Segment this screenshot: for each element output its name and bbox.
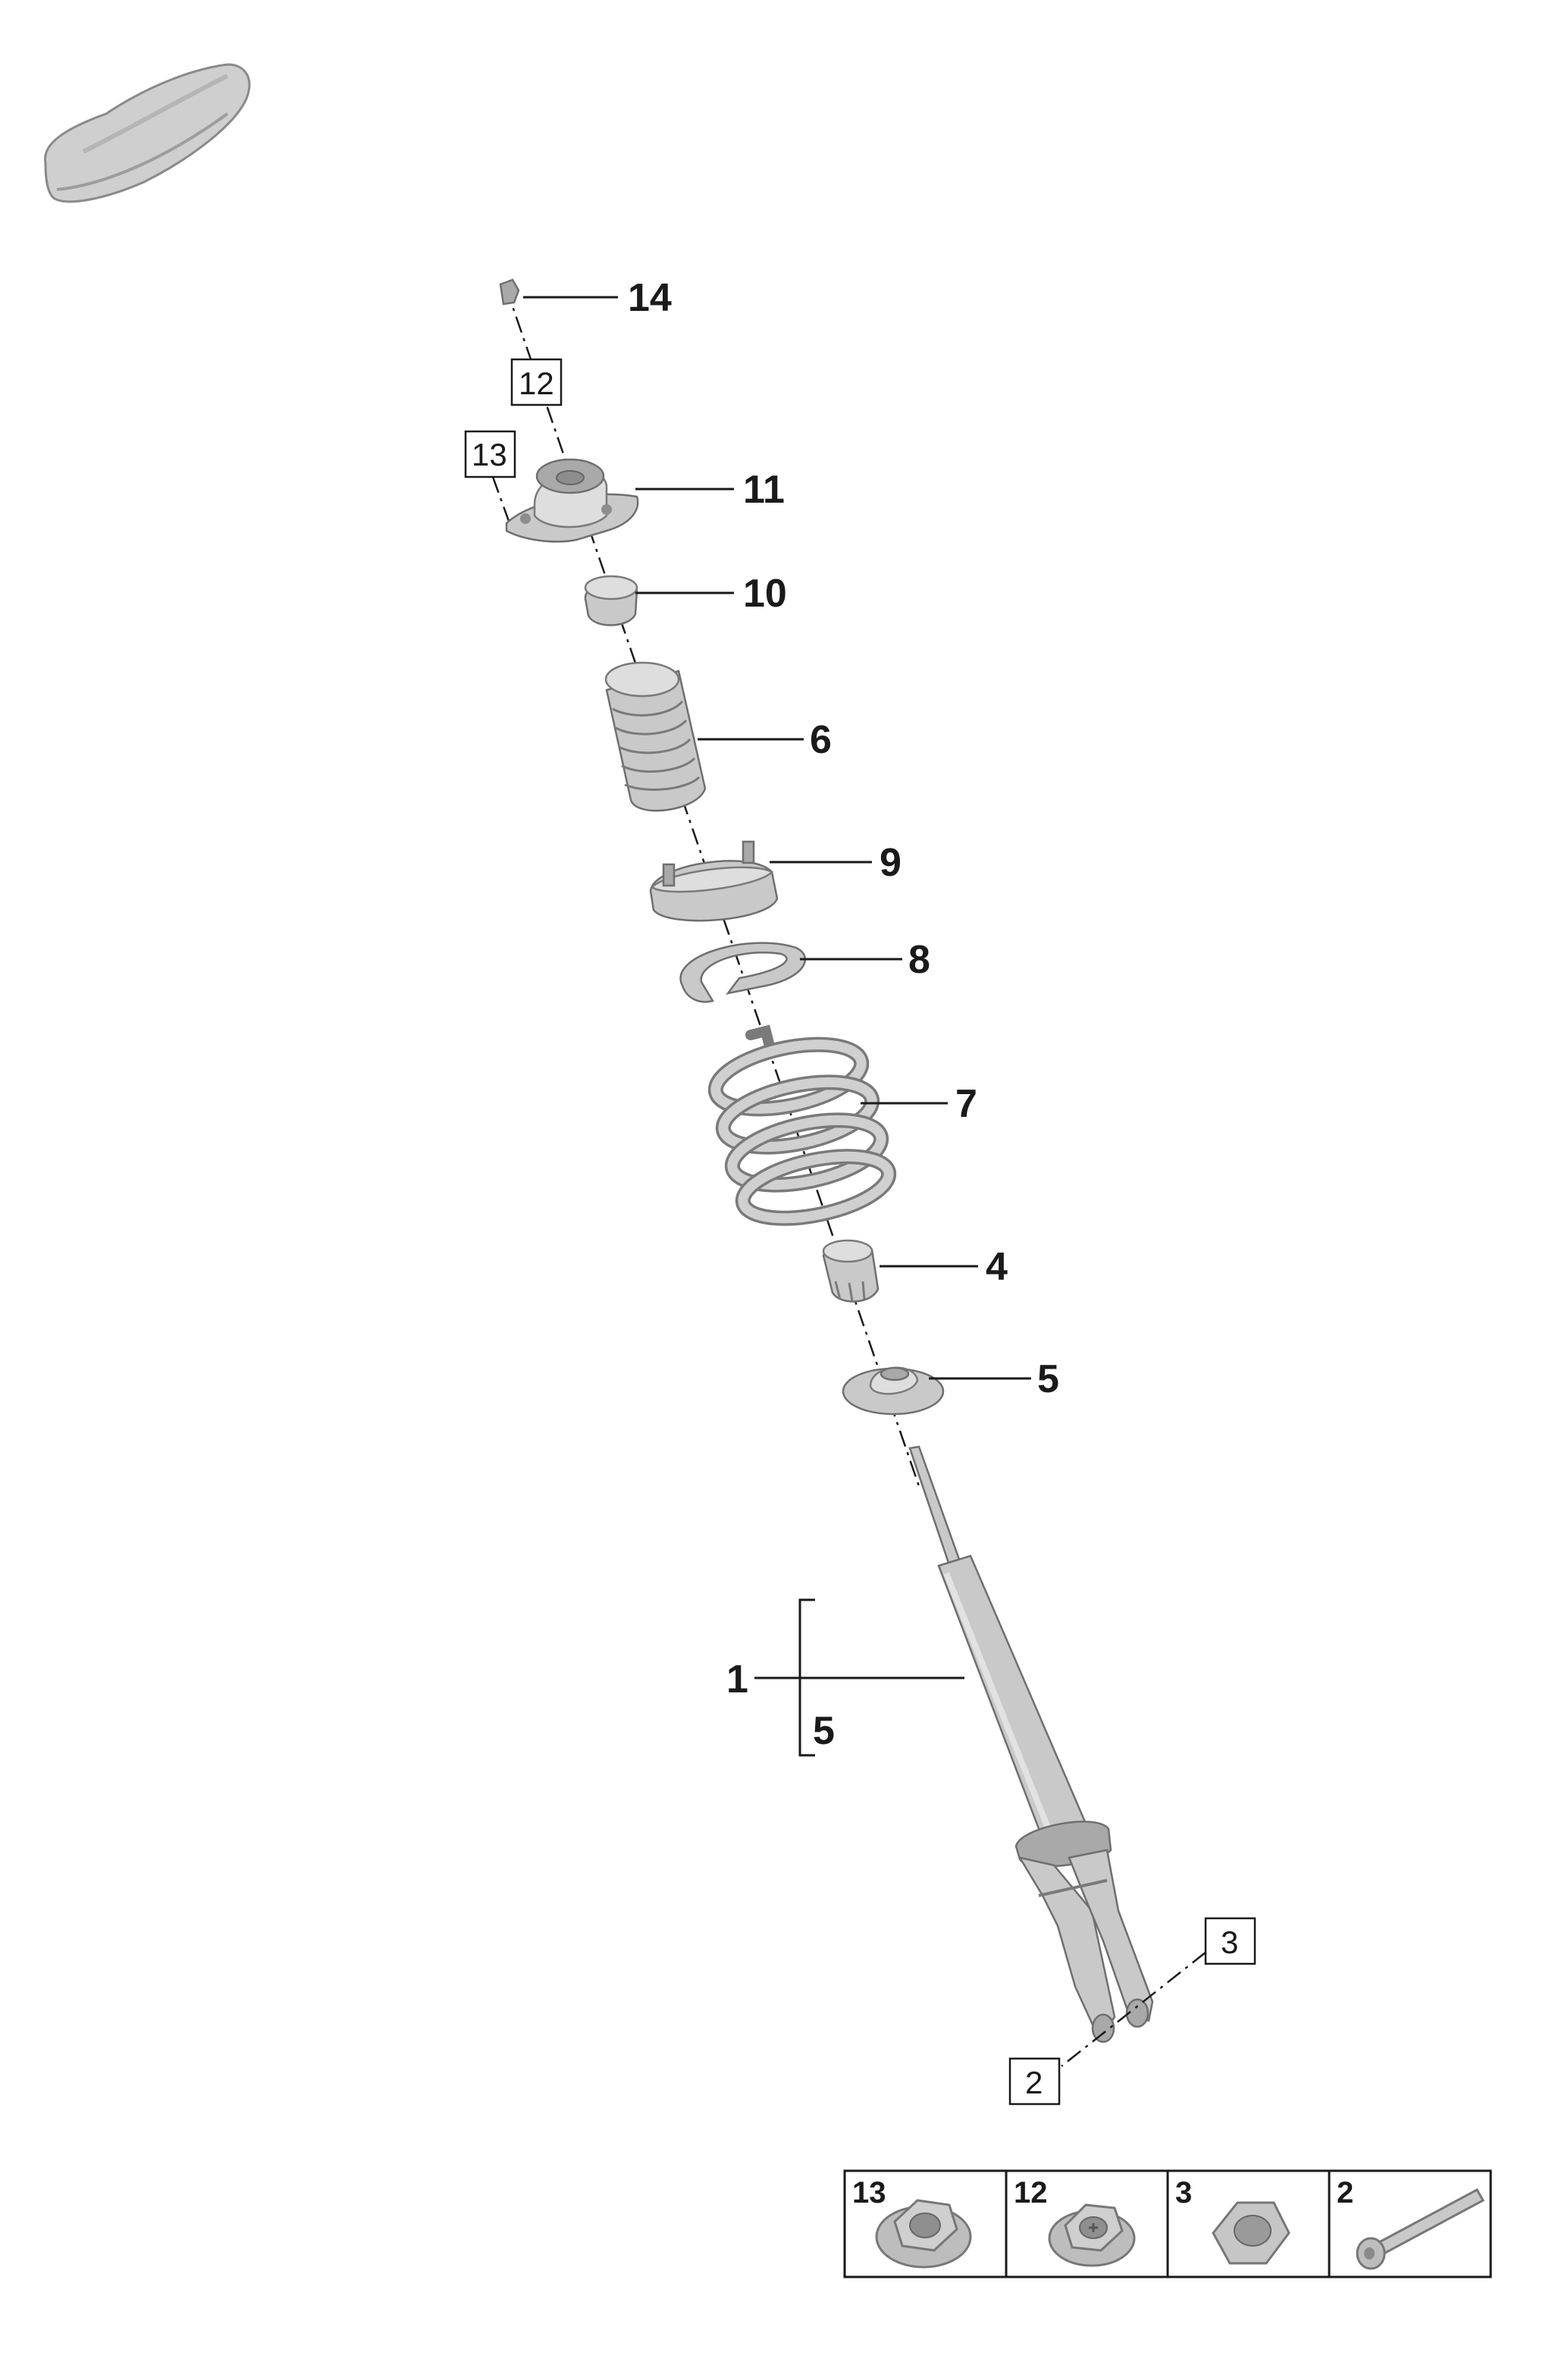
callout-14: 14 [628,276,672,320]
callout-4: 4 [986,1245,1008,1289]
fastener-cell-13: 13 [852,2176,972,2269]
part-6-boot [604,661,707,812]
hex-nut-icon [1212,2201,1290,2265]
boxed-ref-13-label: 13 [472,437,507,472]
boxed-ref-2 [1008,2057,1061,2106]
fastener-cell-3: 3 [1175,2176,1290,2265]
boxed-ref-12-label: 12 [519,365,554,401]
callout-1-bracket [754,1598,964,1757]
part-8-spring-pad [679,942,806,1003]
bolt-axis [1061,1952,1206,2067]
fastener-num-2: 2 [1337,2176,1353,2209]
fastener-cell-2: 2 [1337,2176,1485,2270]
hex-flange-nut-icon [875,2199,972,2269]
boxed-ref-3-label: 3 [1221,1924,1238,1960]
part-7-coil-spring [707,1024,897,1226]
callout-8: 8 [908,938,930,982]
fastener-num-3: 3 [1175,2176,1192,2209]
callout-1-range-end: 5 [813,1709,835,1753]
part-11-top-mount [505,458,639,543]
hex-flange-nut-icon [1048,2203,1136,2267]
fastener-cell-12: 12 [1014,2176,1136,2267]
part-5-dust-cap [842,1366,945,1416]
boxed-ref-3 [1204,1917,1256,1965]
fastener-num-13: 13 [852,2176,886,2209]
part-14-cap [499,278,520,306]
vehicle-thumbnail-icon [44,63,251,203]
boxed-ref-13 [464,430,516,478]
fastener-num-12: 12 [1014,2176,1048,2209]
part-4-bump-stop [822,1239,880,1303]
bolt-icon [1356,2187,1485,2270]
boxed-ref-12 [510,358,563,406]
callout-5: 5 [1037,1357,1059,1401]
callout-10: 10 [743,572,787,616]
callout-9: 9 [880,841,902,885]
part-1-shock-absorber [908,1445,1154,2043]
callout-11: 11 [743,468,785,512]
callout-6: 6 [810,718,832,762]
callout-7: 7 [955,1082,977,1126]
callout-1: 1 [726,1657,748,1701]
part-10-bump-stop [584,575,638,626]
part-9-spring-seat [649,840,779,922]
fastener-table: 13 12 3 2 [843,2169,1492,2278]
boxed-ref-2-label: 2 [1025,2065,1043,2100]
